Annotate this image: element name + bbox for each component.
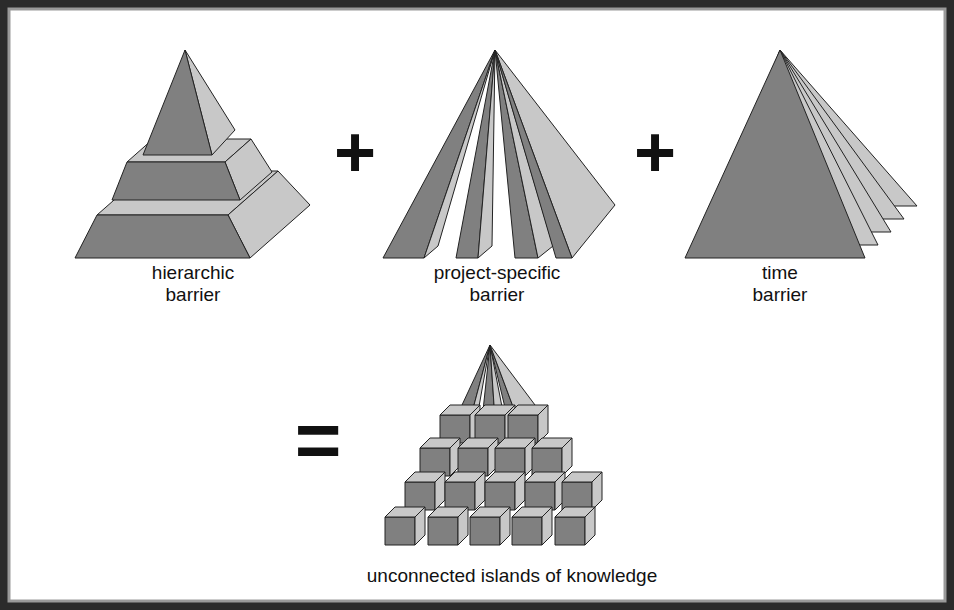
caption-label: unconnected islands of knowledge bbox=[302, 565, 722, 587]
layered-pyramid bbox=[685, 50, 917, 258]
caption-label: project-specific barrier bbox=[415, 262, 580, 306]
sliced-pyramid bbox=[383, 50, 615, 258]
operator-symbol: + bbox=[620, 116, 690, 188]
operator-symbol: = bbox=[278, 400, 358, 480]
knowledge-blocks bbox=[385, 405, 602, 545]
caption-label: hierarchic barrier bbox=[133, 262, 253, 306]
panel-ground bbox=[9, 9, 945, 601]
operator-symbol: + bbox=[320, 116, 390, 188]
stepped-pyramid bbox=[75, 50, 310, 258]
caption-label: time barrier bbox=[733, 262, 828, 306]
